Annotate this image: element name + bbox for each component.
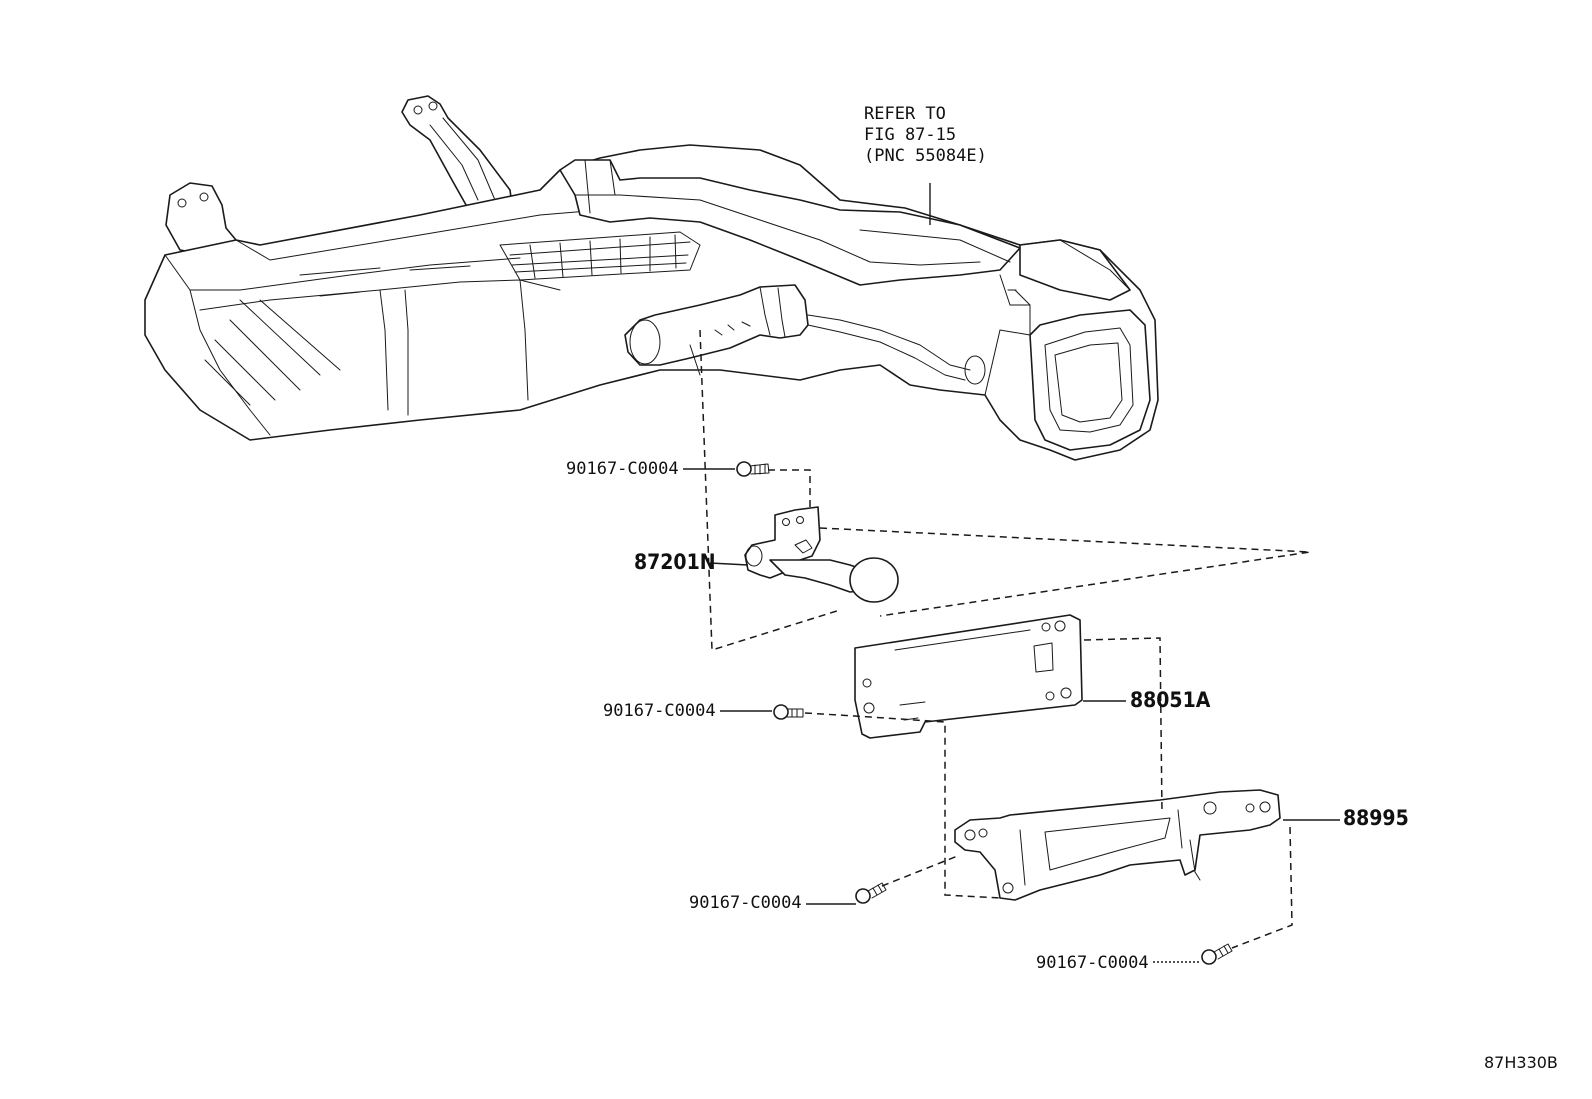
plate-88051A: [854, 614, 1083, 739]
assembly-lines: [699, 329, 1311, 949]
part-label-bolt-1[interactable]: 90167-C0004: [566, 459, 679, 479]
refer-note-line2: FIG 87-15: [864, 125, 957, 145]
leader-lines: [683, 183, 1340, 963]
part-label-bolt-4[interactable]: 90167-C0004: [1036, 953, 1149, 973]
bracket-87201N: [744, 506, 899, 603]
air-duct-assembly: [144, 95, 1159, 461]
bracket-88995: [954, 789, 1281, 901]
part-label-88995[interactable]: 88995: [1343, 806, 1409, 830]
refer-note: REFER TO FIG 87-15 (PNC 55084E): [864, 104, 987, 167]
refer-note-line1: REFER TO: [864, 104, 946, 124]
bolt-90167-c0004-b: [773, 704, 804, 720]
part-label-bolt-2[interactable]: 90167-C0004: [603, 701, 716, 721]
refer-note-line3: (PNC 55084E): [864, 146, 987, 166]
bolt-90167-c0004-d: [1201, 943, 1233, 965]
figure-id: 87H330B: [1484, 1053, 1558, 1072]
part-label-bolt-3[interactable]: 90167-C0004: [689, 893, 802, 913]
bolt-90167-c0004-c: [855, 882, 887, 904]
bolt-90167-c0004-a: [736, 461, 770, 477]
part-label-88051A[interactable]: 88051A: [1130, 688, 1211, 712]
part-label-87201N[interactable]: 87201N: [634, 550, 716, 574]
